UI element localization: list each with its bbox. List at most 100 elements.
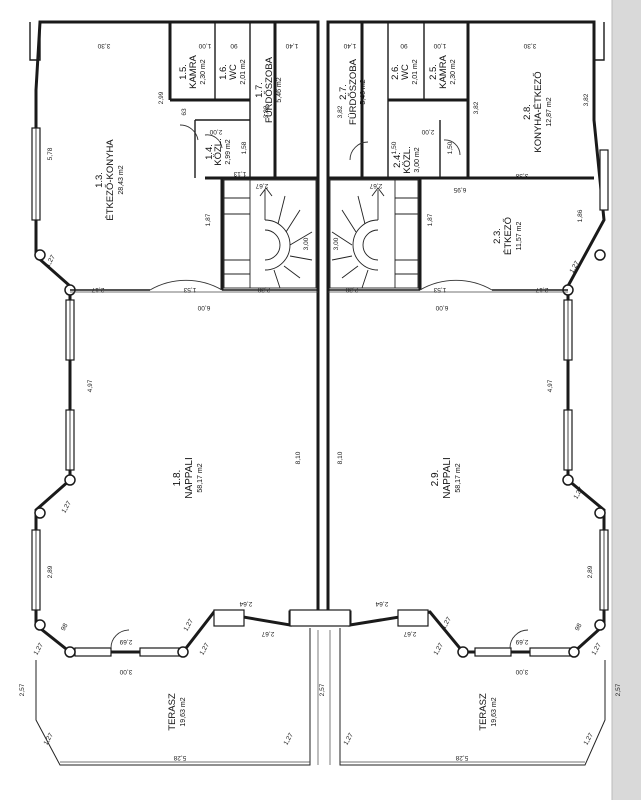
dim-382-right: 3,82 <box>337 105 344 118</box>
dim-300-left: 3,00 <box>303 237 310 250</box>
room-2-7-id: 2.7. <box>338 84 349 100</box>
dim-289-left: 2,89 <box>47 565 54 578</box>
dim-230-right: 2,30 <box>345 286 358 293</box>
dim-330-left: 3,30 <box>97 42 110 49</box>
scan-edge <box>612 0 641 800</box>
left-terrace-label: TERASZ 19,63 m2 <box>167 693 187 731</box>
dim-127-left-e: 1,27 <box>33 642 46 657</box>
right-terrace-outline <box>339 628 606 766</box>
left-spiral-stair <box>223 179 317 289</box>
dim-289-right: 2,89 <box>587 565 594 578</box>
left-door-arcs <box>110 124 223 649</box>
room-2-5-label: 2.5. KAMRA 2,30 m2 <box>428 54 457 88</box>
dim-127-left-a: 1,27 <box>45 254 58 269</box>
room-2-6-id: 2.6. <box>390 64 401 80</box>
dim-98-left: 98 <box>60 622 70 632</box>
room-2-8-name: KONYHA-ÉTKEZŐ <box>533 71 544 152</box>
dim-127-right-e: 1,27 <box>591 642 604 657</box>
dim-382-right-b: 3,82 <box>473 101 480 114</box>
left-terrace-name: TERASZ <box>167 693 178 731</box>
room-2-9-label: 2.9. NAPPALI 58,17 m2 <box>430 457 462 499</box>
dim-127-left-c: 1,27 <box>183 618 196 633</box>
dim-600-right: 6,00 <box>435 304 448 311</box>
room-1-8-label: 1.8. NAPPALI 58,17 m2 <box>172 457 204 499</box>
room-2-9-name: NAPPALI <box>442 457 453 499</box>
dim-257-mid: 2,57 <box>319 683 326 696</box>
right-door-arcs <box>349 139 529 649</box>
room-2-4-label: 2.4. KÖZL. 3,00 m2 <box>392 146 421 173</box>
right-terrace-name: TERASZ <box>478 693 489 731</box>
left-terrace-area: 19,63 m2 <box>180 697 187 726</box>
right-interior-walls <box>328 22 594 291</box>
dim-98-right: 98 <box>574 622 584 632</box>
dim-267-right: 2,67 <box>369 182 382 189</box>
room-2-6-area: 2,01 m2 <box>412 59 419 84</box>
dim-140-left: 1,40 <box>285 42 298 49</box>
dim-158-left: 1,58 <box>241 141 248 154</box>
dim-257-right: 2,57 <box>615 683 622 696</box>
dim-187-right: 1,87 <box>427 213 434 226</box>
room-1-6-id: 1.6. <box>218 64 229 80</box>
dim-90-left: 90 <box>230 42 238 49</box>
left-column-nodes <box>34 249 189 658</box>
room-1-3-id: 1.3. <box>94 172 105 188</box>
room-2-3-area: 11,57 m2 <box>516 222 523 251</box>
room-1-5-id: 1.5. <box>178 64 189 80</box>
room-1-7-label: 1.7. FÜRDŐSZOBA 5,46 m2 <box>254 56 283 123</box>
room-2-8-area: 12,87 m2 <box>546 97 553 126</box>
room-2-9-id: 2.9. <box>430 470 441 487</box>
dim-217-left: 2,17 <box>91 286 104 293</box>
room-1-6-label: 1.6. WC 2,01 m2 <box>218 59 247 84</box>
room-2-8-label: 2.8. KONYHA-ÉTKEZŐ 12,87 m2 <box>522 71 553 152</box>
dim-113-left: 1,13 <box>233 170 246 177</box>
room-1-4-id: 1.4. <box>204 144 215 160</box>
room-1-5-name: KAMRA <box>188 54 199 88</box>
left-windows <box>31 127 181 657</box>
dim-140-right: 1,40 <box>343 42 356 49</box>
dim-528-right: 5,28 <box>455 754 468 761</box>
room-2-5-area: 2,30 m2 <box>450 59 457 84</box>
dim-257-left: 2,57 <box>19 683 26 696</box>
room-1-8-area: 58,17 m2 <box>197 463 204 492</box>
room-1-7-name: FÜRDŐSZOBA <box>264 56 275 123</box>
dim-338-right: 3,38 <box>515 172 528 179</box>
dim-127-left-g: 1,27 <box>283 732 296 747</box>
dim-578-left: 5,78 <box>47 147 54 160</box>
dim-330-right: 3,30 <box>523 42 536 49</box>
right-terrace-label: TERASZ 19,63 m2 <box>478 693 498 731</box>
dim-528-left: 5,28 <box>173 754 186 761</box>
dim-127-left-b: 1,27 <box>61 500 74 515</box>
dim-230-left: 2,30 <box>257 286 270 293</box>
left-interior-walls <box>70 22 318 291</box>
dim-267-left: 2,67 <box>255 182 268 189</box>
room-2-7-area: 5,46 m2 <box>360 79 367 104</box>
room-1-7-area: 5,46 m2 <box>276 77 283 102</box>
right-windows <box>474 149 609 657</box>
dim-217-right: 2,17 <box>535 286 548 293</box>
room-1-4-label: 1.4. KÖZL. 2,99 m2 <box>204 138 232 165</box>
room-2-3-id: 2.3. <box>492 228 503 244</box>
dim-269-left: 2,69 <box>119 638 132 645</box>
room-1-3-label: 1.3. ÉTKEZŐ-KONYHA 28,43 m2 <box>94 139 125 221</box>
dim-300-right: 3,00 <box>333 237 340 250</box>
dim-200-left: 2,00 <box>209 128 222 135</box>
room-2-4-area: 3,00 m2 <box>414 147 421 172</box>
dim-695-right: 6,95 <box>453 186 466 193</box>
room-2-8-id: 2.8. <box>522 104 533 120</box>
dim-153-left: 1,53 <box>183 286 196 293</box>
dim-100-right: 1,00 <box>433 42 446 49</box>
dim-382-left: 3,82 <box>263 105 270 118</box>
left-terrace-outline <box>35 628 311 766</box>
right-spiral-stair <box>329 179 419 289</box>
room-2-4-name: KÖZL. <box>402 146 413 173</box>
room-1-4-area: 2,99 m2 <box>225 139 232 164</box>
room-1-6-name: WC <box>228 64 239 80</box>
dim-150-right-a: 1,50 <box>391 141 398 154</box>
room-1-4-name: KÖZL. <box>213 138 224 165</box>
dim-150-right-b: 1,50 <box>447 141 454 154</box>
room-2-4-id: 2.4. <box>392 152 403 168</box>
right-bay-pillar <box>397 609 429 627</box>
dimension-labels: 3,30 1,00 90 1,40 1,40 90 1,00 3,30 2,99… <box>19 42 622 761</box>
room-1-8-id: 1.8. <box>172 470 183 487</box>
